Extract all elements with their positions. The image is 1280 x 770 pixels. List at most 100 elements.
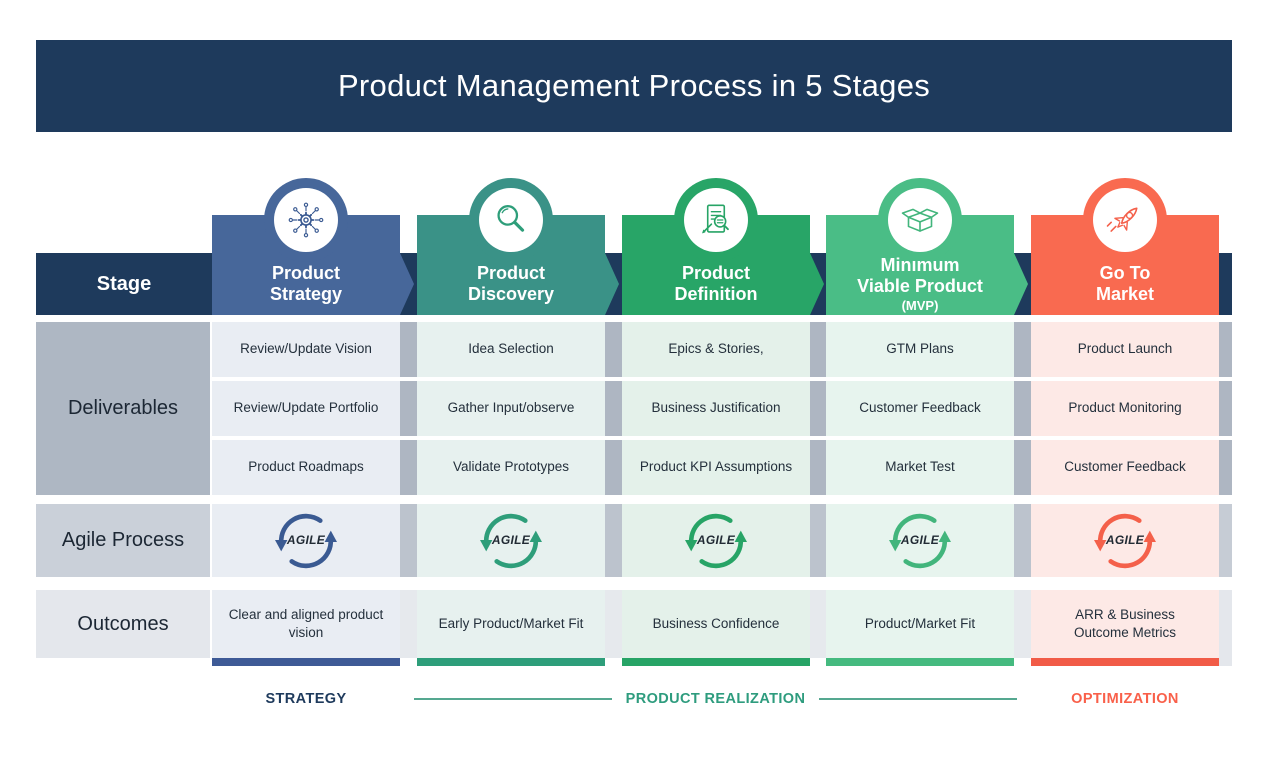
outcome-text: ARR & Business Outcome Metrics: [1031, 590, 1219, 658]
deliverable-cell: Customer Feedback: [826, 381, 1014, 436]
deliverable-cell: Idea Selection: [417, 322, 605, 377]
stage-title-line2: Market: [1095, 284, 1155, 304]
agile-label: AGILE: [1105, 533, 1145, 547]
stage-column-minimum-viable-product: Minımum Viable Product (MVP): [826, 178, 1028, 315]
column-gutter: [605, 322, 622, 377]
edge-strip: [1219, 590, 1232, 666]
deliverable-cell: Validate Prototypes: [417, 440, 605, 495]
outcome-underline: [622, 658, 810, 666]
deliverable-cell: Product Monitoring: [1031, 381, 1219, 436]
network-gear-icon: [288, 202, 324, 238]
column-gutter: [400, 440, 417, 495]
stage-badge: [1083, 178, 1167, 262]
magnifier-icon: [497, 205, 525, 232]
outcome-underline: [1031, 658, 1219, 666]
agile-cycle-icon: AGILE: [467, 510, 555, 572]
outcome-text: Clear and aligned product vision: [212, 590, 400, 658]
column-gutter: [1014, 440, 1031, 495]
column-gutter: [605, 504, 622, 577]
stage-title-line1: Go To: [1099, 263, 1151, 284]
column-gutter: [400, 381, 417, 436]
column-gutter: [400, 590, 417, 658]
phase-connector-line: [819, 698, 1017, 700]
page-title: Product Management Process in 5 Stages: [337, 68, 931, 103]
rocket-icon: [1106, 207, 1138, 232]
deliverable-cell: Product KPI Assumptions: [622, 440, 810, 495]
stage-badge: [878, 178, 962, 262]
outcome-cell: Business Confidence: [622, 590, 810, 666]
stage-title: Minımum Viable Product (MVP): [826, 253, 1014, 315]
column-gutter: [810, 590, 826, 658]
column-gutter: [1014, 504, 1031, 577]
outcome-text: Early Product/Market Fit: [417, 590, 605, 658]
deliverable-cell: Epics & Stories,: [622, 322, 810, 377]
row-label-outcomes: Outcomes: [36, 590, 210, 658]
stage-title: Product Strategy: [212, 253, 400, 315]
edge-strip: [1219, 322, 1232, 377]
agile-label: AGILE: [696, 533, 736, 547]
outcome-cell: Clear and aligned product vision: [212, 590, 400, 666]
deliverables-row-2: Review/Update Portfolio Gather Input/obs…: [212, 381, 1232, 436]
column-gutter: [1014, 322, 1031, 377]
stage-column-product-definition: Product Definition: [622, 178, 824, 315]
outcome-cell: Early Product/Market Fit: [417, 590, 605, 666]
stage-column-go-to-market: Go To Market: [1031, 178, 1219, 315]
stage-badge-inner: [1093, 188, 1157, 252]
edge-strip: [1219, 440, 1232, 495]
stage-title-line2: Viable Product: [857, 275, 983, 296]
column-gutter: [810, 322, 826, 377]
agile-cell: AGILE: [622, 504, 810, 577]
stage-title-line1: Product: [681, 263, 750, 284]
column-gutter: [605, 381, 622, 436]
stage-title-line2: Strategy: [269, 284, 343, 304]
agile-cycle-icon: AGILE: [262, 510, 350, 572]
outcome-cell: Product/Market Fit: [826, 590, 1014, 666]
title-banner: Product Management Process in 5 Stages: [36, 40, 1232, 132]
deliverable-cell: Gather Input/observe: [417, 381, 605, 436]
deliverable-cell: Market Test: [826, 440, 1014, 495]
agile-cell: AGILE: [212, 504, 400, 577]
stage-title: Product Discovery: [417, 253, 605, 315]
deliverable-cell: Review/Update Portfolio: [212, 381, 400, 436]
column-gutter: [605, 590, 622, 658]
deliverable-cell: Business Justification: [622, 381, 810, 436]
outcome-text: Business Confidence: [622, 590, 810, 658]
deliverables-row-3: Product Roadmaps Validate Prototypes Pro…: [212, 440, 1232, 495]
deliverable-cell: Review/Update Vision: [212, 322, 400, 377]
stage-header-row: Stage Product: [36, 0, 1232, 340]
outcomes-grid-row: Clear and aligned product vision Early P…: [212, 590, 1232, 666]
outcome-underline: [417, 658, 605, 666]
stage-badge-inner: [479, 188, 543, 252]
stage-badge-inner: [684, 188, 748, 252]
phase-label-optimization: OPTIMIZATION: [1071, 691, 1179, 707]
stage-badge-inner: [274, 188, 338, 252]
row-label-deliverables: Deliverables: [36, 322, 210, 495]
phase-label-product-realization: PRODUCT REALIZATION: [625, 691, 806, 707]
deliverables-grid: Review/Update Vision Idea Selection Epic…: [212, 322, 1232, 495]
agile-cell: AGILE: [417, 504, 605, 577]
row-label-agile-process: Agile Process: [36, 504, 210, 577]
deliverable-cell: Product Launch: [1031, 322, 1219, 377]
column-gutter: [1014, 381, 1031, 436]
stage-title-line1: Minımum: [880, 255, 960, 276]
column-gutter: [605, 440, 622, 495]
edge-strip: [1219, 381, 1232, 436]
open-box-icon: [901, 208, 939, 232]
deliverable-cell: Product Roadmaps: [212, 440, 400, 495]
agile-label: AGILE: [900, 533, 940, 547]
outcome-underline: [212, 658, 400, 666]
stage-badge: [674, 178, 758, 262]
outcome-text: Product/Market Fit: [826, 590, 1014, 658]
stage-badge: [264, 178, 348, 262]
column-gutter: [810, 440, 826, 495]
phase-footer: STRATEGY PRODUCT REALIZATION OPTIMIZATIO…: [212, 691, 1219, 707]
outcome-cell: ARR & Business Outcome Metrics: [1031, 590, 1219, 666]
phase-label-strategy: STRATEGY: [265, 691, 347, 707]
stage-title-line1: Product: [476, 263, 545, 284]
stage-title-line2: Definition: [674, 284, 758, 304]
agile-cycle-icon: AGILE: [1081, 510, 1169, 572]
deliverable-cell: Customer Feedback: [1031, 440, 1219, 495]
agile-row: AGILE AGILE: [212, 504, 1232, 577]
stage-title: Product Definition: [622, 253, 810, 315]
